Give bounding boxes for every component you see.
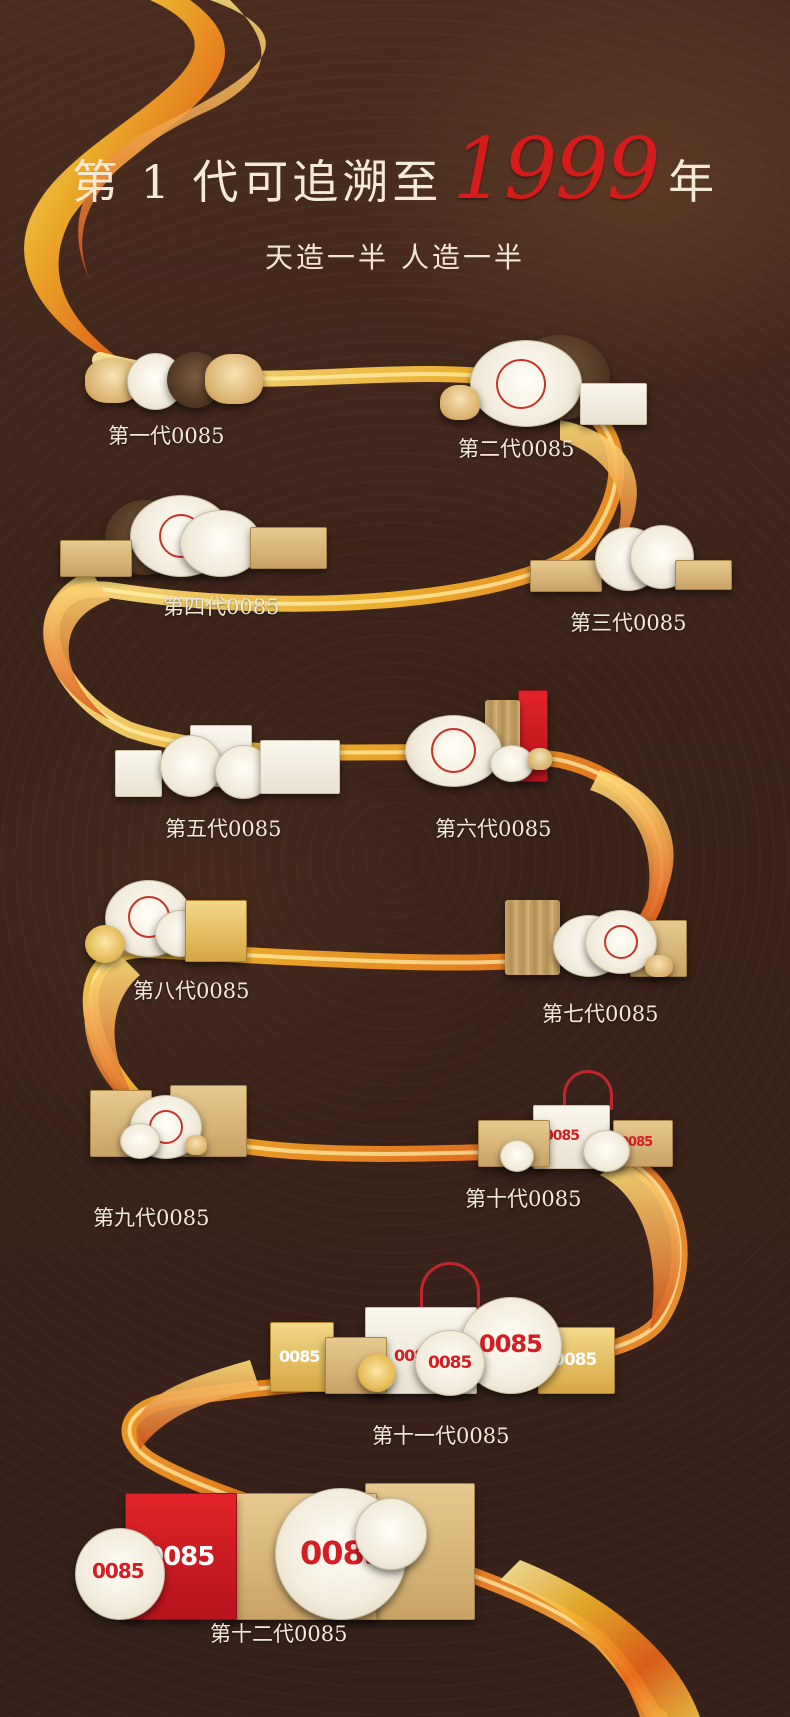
tea-cake-image: 0085 [415, 1330, 485, 1396]
tea-box-image [185, 900, 247, 962]
gen11-products: 0085 0085 0085 0085 0085 [270, 1262, 615, 1397]
tea-cake-image [120, 1123, 160, 1159]
tagline: 天造一半 人造一半 [265, 241, 525, 274]
gen10-label: 第十代0085 [465, 1187, 582, 1211]
tea-cake-image [500, 1140, 534, 1172]
tea-box-image: 0085 [270, 1322, 334, 1392]
tea-box-image [250, 527, 327, 569]
headline-prefix: 第 1 代可追溯至 [71, 155, 443, 209]
gen7-label: 第七代0085 [542, 1002, 659, 1026]
headline-year: 1999 [452, 120, 660, 218]
gen8-products [85, 880, 250, 965]
tea-bundle-image [505, 900, 560, 975]
gen2-products [440, 335, 650, 430]
gen10-products: 0085 0085 [478, 1070, 673, 1172]
tea-cake-image [583, 1130, 630, 1172]
gen12-products: 0085 0085 0085 [75, 1478, 475, 1623]
tea-cake-image [585, 910, 657, 974]
tea-box-image [580, 383, 647, 425]
tea-cake-image: 0085 [75, 1528, 165, 1620]
gen9-products [90, 1085, 247, 1160]
gen6-label: 第六代0085 [435, 817, 552, 841]
gen3-products [530, 525, 732, 595]
gen4-label: 第四代0085 [163, 595, 280, 619]
tuocha-image [205, 354, 263, 404]
gen4-products [60, 495, 330, 580]
tea-box-image [675, 560, 732, 590]
gen2-label: 第二代0085 [458, 437, 575, 461]
tea-cake-image [355, 1498, 427, 1570]
tea-cake-image [160, 735, 222, 797]
tea-cake-image [85, 925, 125, 963]
tea-cake-image [405, 715, 502, 787]
tea-box-image [530, 560, 602, 592]
tea-box-image [60, 540, 132, 577]
gen1-products [85, 348, 265, 410]
gen9-label: 第九代0085 [93, 1206, 210, 1230]
tea-box-image [115, 750, 162, 797]
gen6-products [400, 690, 580, 787]
tea-box-image [260, 740, 340, 794]
tea-cake-image [470, 340, 582, 427]
gen7-products [505, 895, 687, 980]
gen3-label: 第三代0085 [570, 611, 687, 635]
tuocha-image [185, 1135, 207, 1155]
gen5-products [115, 725, 340, 800]
gen5-label: 第五代0085 [165, 817, 282, 841]
gen8-label: 第八代0085 [133, 979, 250, 1003]
tea-cake-image [358, 1354, 396, 1392]
tuocha-image [440, 385, 480, 420]
bag-handle-image [563, 1070, 613, 1110]
gen1-label: 第一代0085 [108, 424, 225, 448]
gen12-label: 第十二代0085 [210, 1622, 348, 1646]
bag-handle-image [420, 1262, 480, 1312]
gen11-label: 第十一代0085 [372, 1424, 510, 1448]
tuocha-image [528, 748, 552, 770]
headline-suffix: 年 [668, 155, 719, 209]
tuocha-image [645, 955, 673, 977]
